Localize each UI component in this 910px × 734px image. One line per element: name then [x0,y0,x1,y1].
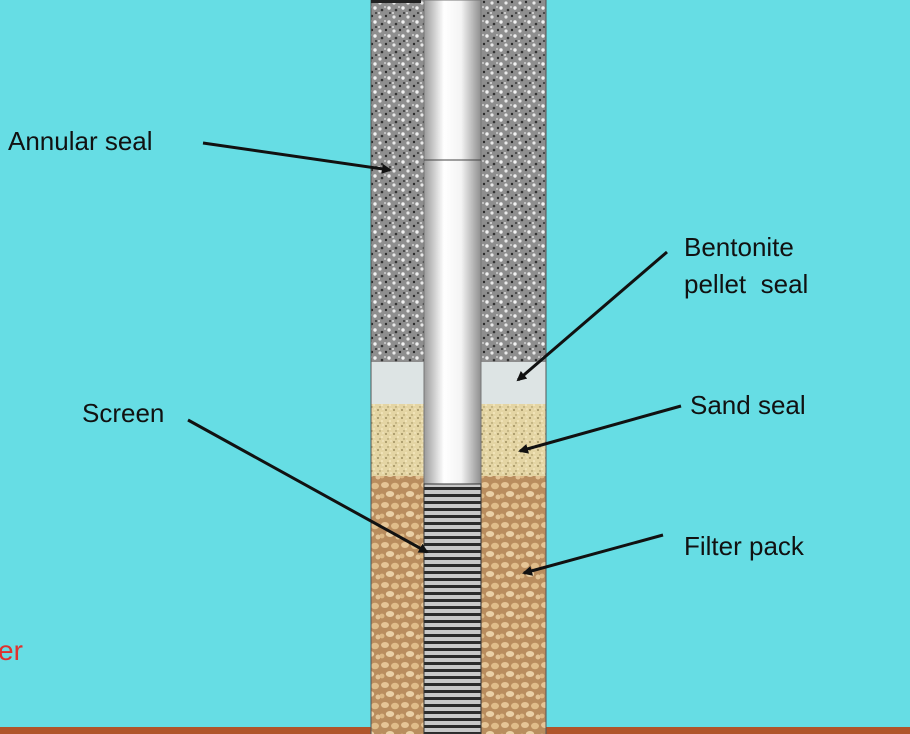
screen-label: Screen [82,398,164,428]
bentonite-seal-arrow [516,250,668,382]
filter-pack-arrow [522,533,664,576]
well-casing [423,0,482,734]
filter-pack-label: Filter pack [684,531,805,561]
bentonite-label-line1: Bentonite [684,232,794,262]
partial-red-label: er [0,635,23,666]
leader-arrows [187,141,682,576]
annular-seal-arrow [202,141,392,174]
annular-seal-label: Annular seal [8,126,153,156]
casing-pipe [423,0,482,485]
sand-seal-arrow [518,404,682,454]
sand-seal-label: Sand seal [690,390,806,420]
surface-cap [371,0,421,3]
well-screen [423,483,482,734]
screen-arrow [187,418,429,554]
labels: Annular seal Bentonite pellet seal Scree… [0,126,808,666]
bentonite-label-line2: pellet seal [684,269,808,299]
